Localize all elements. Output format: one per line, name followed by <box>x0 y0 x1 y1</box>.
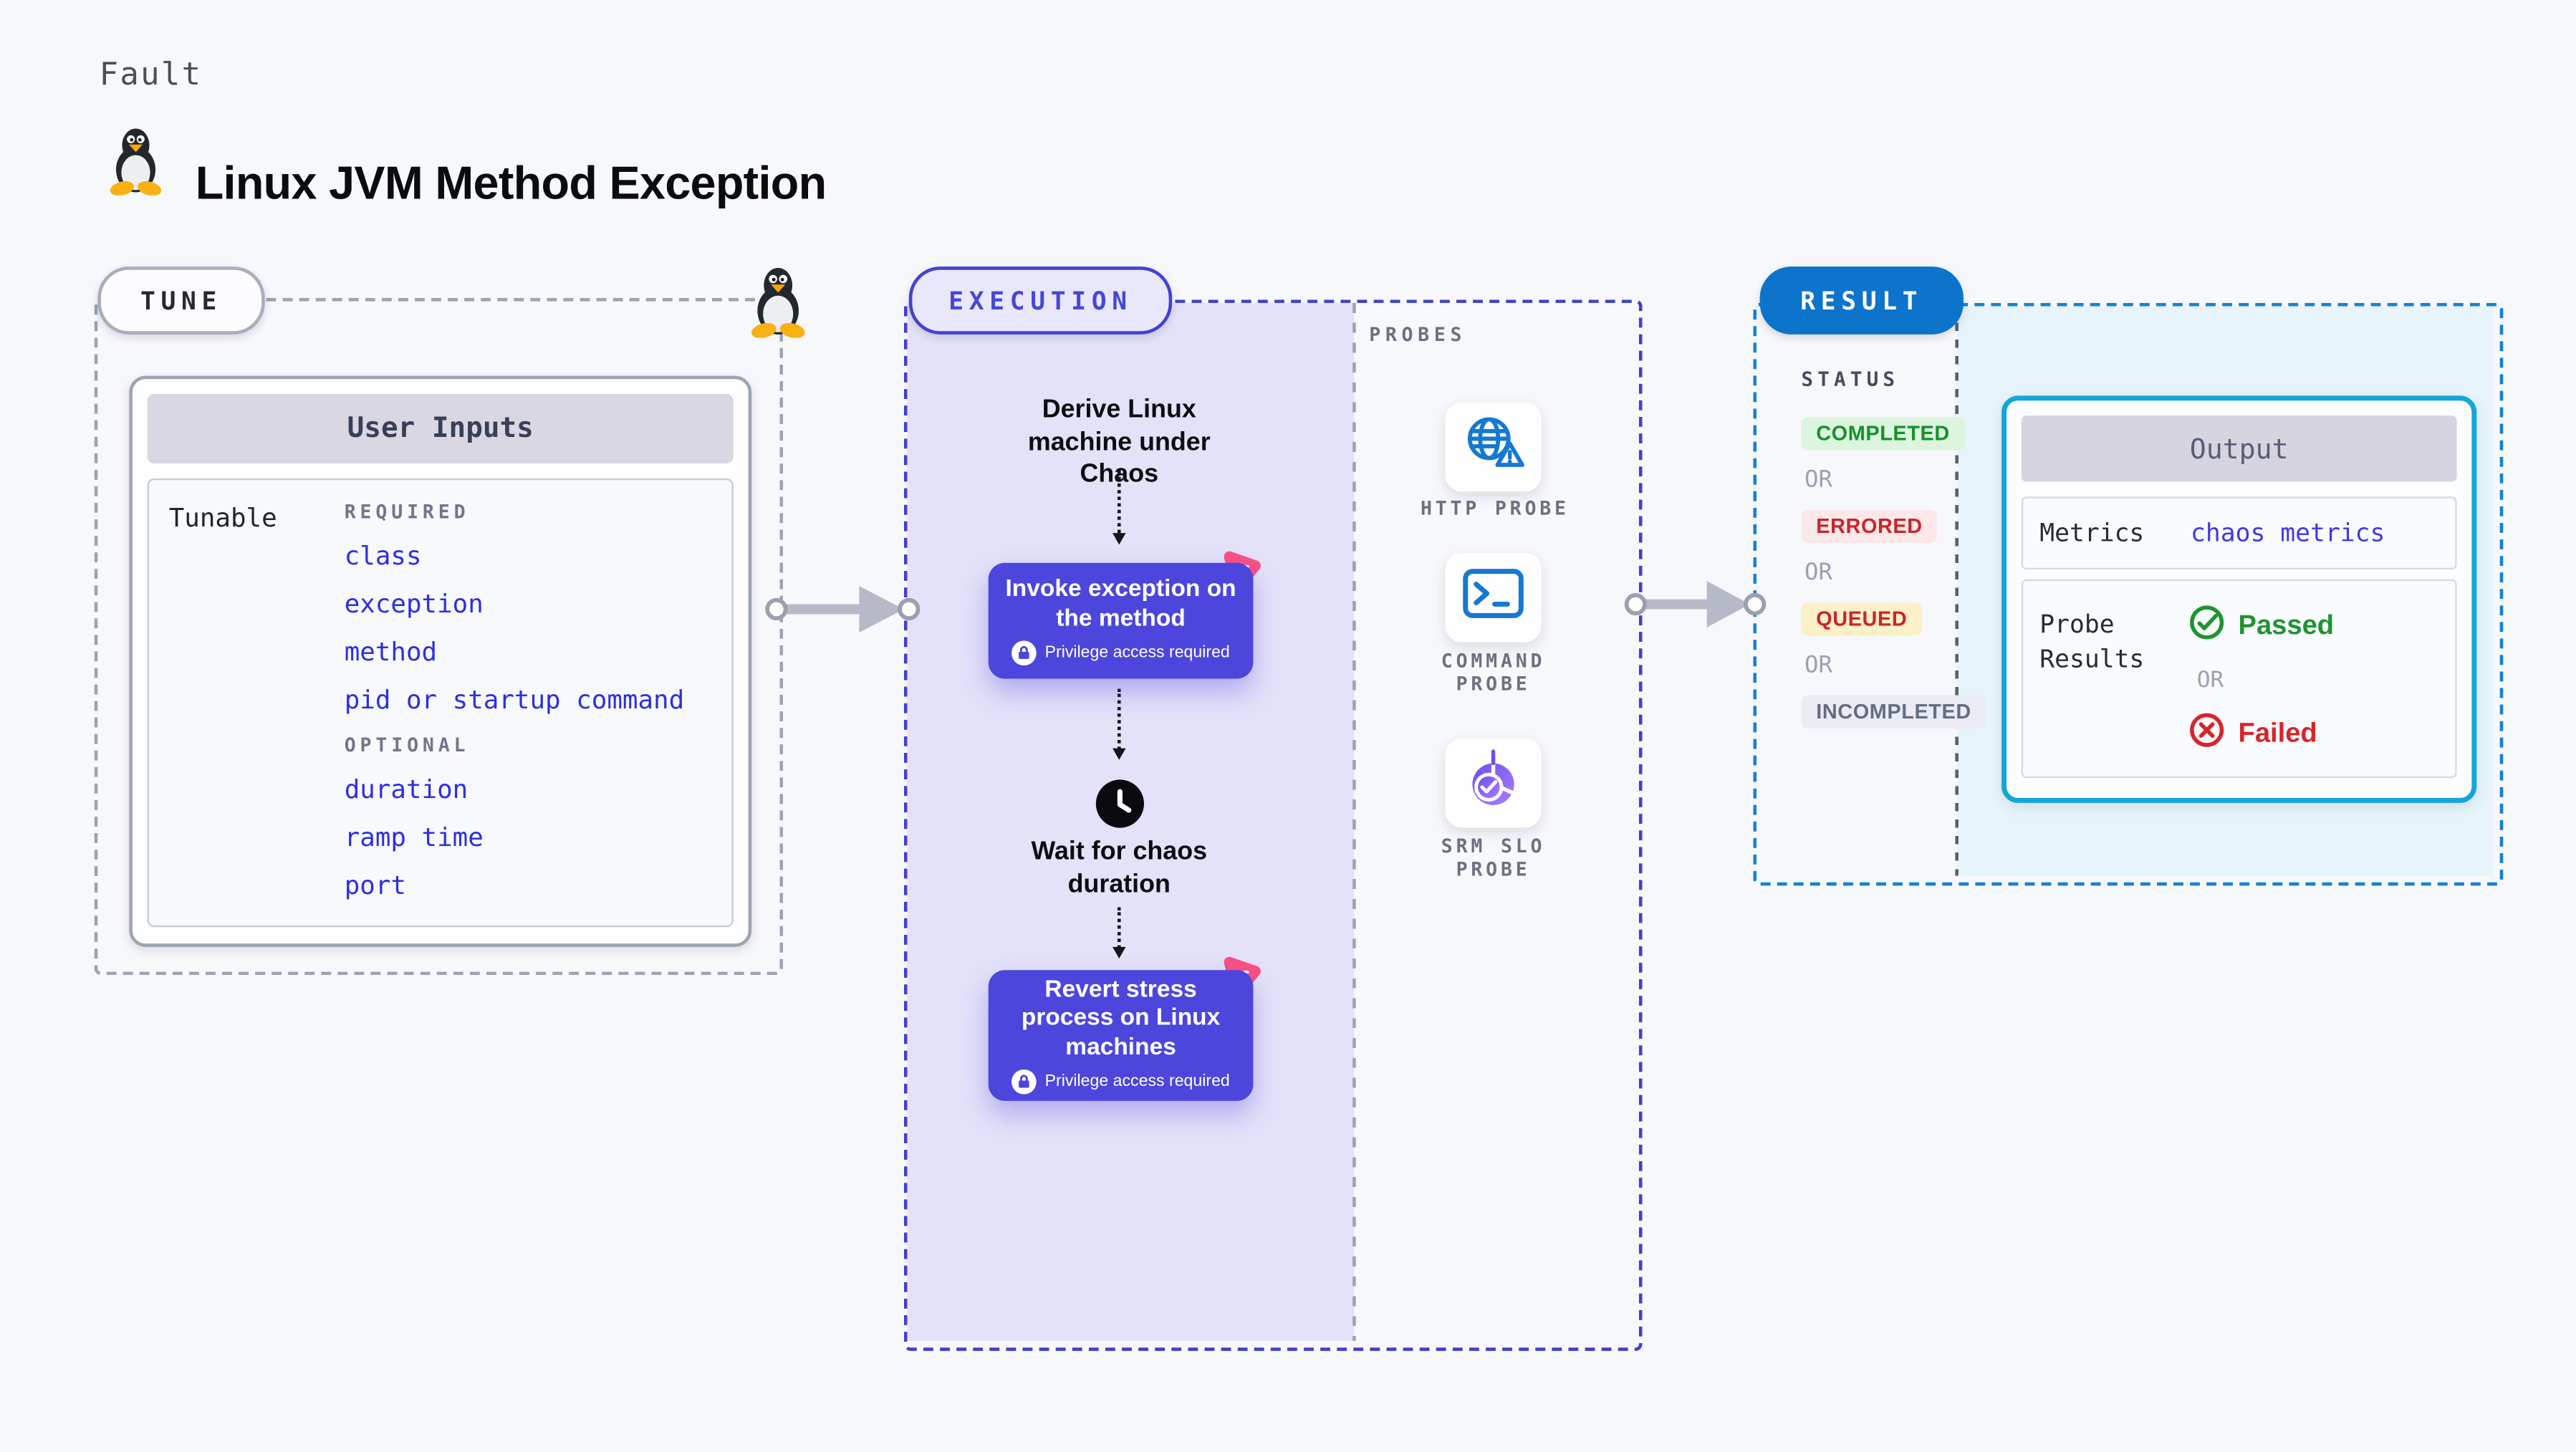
http-probe-label: HTTP PROBE <box>1420 496 1570 520</box>
tunable-link-exception[interactable]: exception <box>344 589 484 620</box>
result-pill: RESULT <box>1759 266 1964 335</box>
tune-pill: TUNE <box>97 266 265 335</box>
tune-section-frame <box>94 297 784 976</box>
linux-tux-icon <box>102 122 168 196</box>
tunable-link-ramp-time[interactable]: ramp time <box>344 822 484 853</box>
probes-label: PROBES <box>1369 322 1467 347</box>
execution-to-result-arrow <box>1624 581 1767 628</box>
x-circle-icon <box>2188 712 2225 756</box>
tunable-row-label: Tunable <box>168 503 277 534</box>
revert-stress-node[interactable]: Revert stress process on Linux machines … <box>988 970 1254 1101</box>
passed-label: Passed <box>2238 610 2335 641</box>
tune-tux-icon <box>744 261 813 339</box>
revert-stress-title: Revert stress process on Linux machines <box>1021 976 1221 1061</box>
globe-warning-icon <box>1460 412 1526 481</box>
dotted-arrow-2 <box>1111 688 1125 760</box>
probe-results-row: Probe Results Passed OR <box>2021 579 2457 779</box>
srm-slo-probe-card[interactable] <box>1445 738 1542 828</box>
tunables-panel: Tunable REQUIRED class exception method … <box>147 478 734 928</box>
invoke-exception-title: Invoke exception on the method <box>1005 576 1236 632</box>
privilege-note: Privilege access required <box>1044 1073 1230 1092</box>
page-title: Linux JVM Method Exception <box>195 156 827 208</box>
status-badge-completed: COMPLETED <box>1801 417 1965 451</box>
http-probe-card[interactable] <box>1445 402 1542 492</box>
failed-label: Failed <box>2238 718 2317 749</box>
tunable-link-method[interactable]: method <box>344 637 438 668</box>
command-probe-label: COMMAND PROBE <box>1441 648 1546 696</box>
invoke-exception-node[interactable]: Invoke exception on the method Privilege… <box>988 562 1254 679</box>
output-card: Output Metrics chaos metrics Probe Resul… <box>2001 395 2477 803</box>
probe-results-label: Probe Results <box>2039 609 2145 674</box>
execution-pill: EXECUTION <box>908 266 1173 335</box>
status-badge-incompleted: INCOMPLETED <box>1801 695 1986 729</box>
terminal-icon <box>1462 568 1525 628</box>
command-probe-card[interactable] <box>1445 552 1542 643</box>
metrics-label: Metrics <box>2039 518 2145 548</box>
required-label: REQUIRED <box>344 499 470 524</box>
tunable-link-duration[interactable]: duration <box>344 774 468 805</box>
tune-to-execution-arrow <box>765 586 921 633</box>
status-badge-queued: QUEUED <box>1801 602 1923 636</box>
clock-icon <box>1095 778 1146 830</box>
execution-section-frame <box>903 299 1643 1351</box>
tunable-link-port[interactable]: port <box>344 870 406 901</box>
fault-eyebrow: Fault <box>99 56 203 93</box>
lock-icon <box>1011 1069 1037 1095</box>
wait-step-label: Wait for chaos duration <box>1031 837 1208 898</box>
or-label: OR <box>1804 559 1833 587</box>
lock-icon <box>1011 640 1037 666</box>
optional-label: OPTIONAL <box>344 733 470 757</box>
dotted-arrow-1 <box>1111 470 1125 545</box>
slo-gauge-icon <box>1464 747 1523 818</box>
user-inputs-title: User Inputs <box>147 394 734 464</box>
privilege-note: Privilege access required <box>1044 643 1230 663</box>
tunable-link-class[interactable]: class <box>344 541 422 572</box>
result-status-column: STATUS COMPLETED OR ERRORED OR QUEUED OR… <box>1801 367 1986 729</box>
output-title: Output <box>2021 415 2457 482</box>
check-circle-icon <box>2188 605 2225 649</box>
or-label: OR <box>1804 652 1833 679</box>
status-label: STATUS <box>1801 367 1900 391</box>
metrics-value: chaos metrics <box>2191 518 2385 548</box>
srm-slo-probe-label: SRM SLO PROBE <box>1441 834 1546 881</box>
or-label: OR <box>2196 667 2224 694</box>
result-divider <box>1955 306 1959 876</box>
probes-divider <box>1352 302 1356 1341</box>
tunable-link-pid[interactable]: pid or startup command <box>344 685 685 716</box>
or-label: OR <box>1804 466 1833 494</box>
dotted-arrow-3 <box>1111 907 1125 959</box>
status-badge-errored: ERRORED <box>1801 509 1938 544</box>
user-inputs-card: User Inputs Tunable REQUIRED class excep… <box>129 375 752 947</box>
metrics-row: Metrics chaos metrics <box>2021 496 2457 570</box>
